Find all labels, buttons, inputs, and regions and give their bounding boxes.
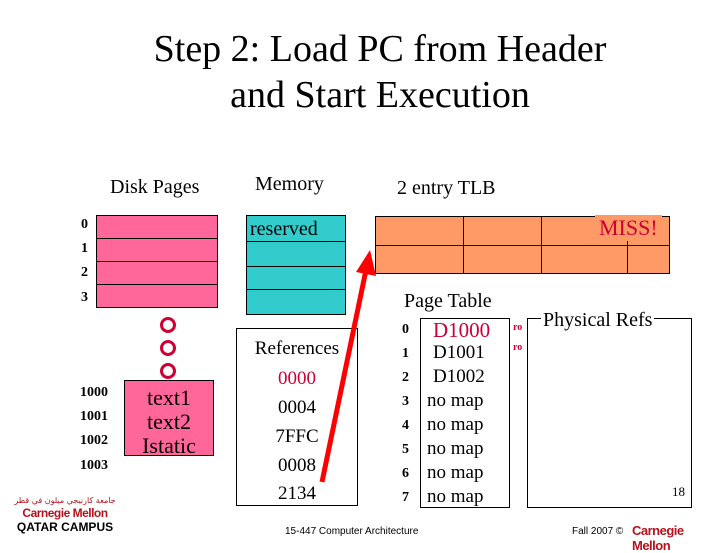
disk-content-istatic: Istatic <box>142 433 196 458</box>
campus-logo: جامعة كارنيجي ميلون في قطر Carnegie Mell… <box>0 496 130 534</box>
page-table-entry: D1001 <box>433 342 485 363</box>
reference-item: 0004 <box>278 397 316 418</box>
lookup-arrow-icon <box>319 250 376 483</box>
campus-logo-name: Carnegie Mellon <box>22 506 108 520</box>
page-table-index: 5 <box>402 442 409 457</box>
page-table-entry: D1002 <box>433 366 485 387</box>
title-line-1: Step 2: Load PC from Header <box>153 28 607 70</box>
memory-reserved-label: reserved <box>250 218 318 240</box>
tlb-cell <box>375 245 464 274</box>
page-table-entry: no map <box>427 414 484 435</box>
disk-row-number: 0 <box>81 217 88 232</box>
memory-reserved-page: reserved <box>246 215 346 242</box>
tlb-label: 2 entry TLB <box>397 177 496 199</box>
footer-brand-logo: Carnegie Mellon <box>632 523 684 553</box>
page-table-index: 6 <box>402 466 409 481</box>
tlb-cell <box>463 245 542 274</box>
tlb-cell <box>375 216 464 246</box>
page-table-entry-active: D1000 <box>433 318 491 342</box>
reference-item: 0008 <box>278 455 316 476</box>
page-table-index: 2 <box>402 370 409 385</box>
disk-row-number: 1000 <box>80 385 108 400</box>
physical-refs-box <box>527 318 692 508</box>
ellipsis-ring-icon <box>160 340 176 356</box>
page-table-index: 3 <box>402 394 409 409</box>
reference-item: 2134 <box>278 483 316 504</box>
page-table-index: 4 <box>402 418 409 433</box>
page-table-entry: no map <box>427 486 484 507</box>
disk-page <box>96 284 218 308</box>
disk-pages-label: Disk Pages <box>110 176 200 198</box>
page-table-index: 1 <box>402 346 409 361</box>
page-number: 18 <box>672 484 685 499</box>
page-table-entry: no map <box>427 438 484 459</box>
tlb-cell <box>627 245 670 274</box>
disk-row-number: 1001 <box>80 409 108 424</box>
page-table-flag-readonly: ro <box>513 342 523 353</box>
page-table-index: 7 <box>402 490 409 505</box>
ellipsis-ring-icon <box>160 363 176 379</box>
reference-current: 0000 <box>278 368 316 389</box>
page-table-entry: no map <box>427 462 484 483</box>
page-table-label: Page Table <box>404 290 492 312</box>
campus-logo-arabic: جامعة كارنيجي ميلون في قطر <box>14 496 116 505</box>
reference-item: 7FFC <box>275 426 319 447</box>
disk-row-number: 1002 <box>80 433 108 448</box>
campus-logo-campus: QATAR CAMPUS <box>16 520 114 534</box>
course-name: 15-447 Computer Architecture <box>285 526 419 537</box>
page-table-entry: no map <box>427 390 484 411</box>
disk-code-pages: text1 text2 Istatic <box>124 380 214 458</box>
page-table-box <box>420 318 510 508</box>
footer-term: Fall 2007 © <box>572 526 624 537</box>
disk-content-text1: text1 <box>147 385 191 410</box>
memory-page <box>246 266 346 290</box>
tlb-cell <box>463 216 542 246</box>
title-line-2: and Start Execution <box>230 74 530 116</box>
physical-refs-label: Physical Refs <box>541 309 655 332</box>
disk-row-number: 3 <box>81 290 88 305</box>
disk-content-text2: text2 <box>147 409 191 434</box>
ellipsis-ring-icon <box>160 317 176 333</box>
tlb-cell <box>541 245 628 274</box>
slide-title: Step 2: Load PC from Header and Start Ex… <box>0 26 720 118</box>
tlb-miss-status: MISS! <box>595 215 662 241</box>
disk-pages-top <box>96 215 218 308</box>
disk-row-number: 1 <box>81 241 88 256</box>
page-table-flag-readonly: ro <box>513 322 523 333</box>
memory-label: Memory <box>255 173 324 195</box>
disk-row-number: 2 <box>81 265 88 280</box>
page-table-index: 0 <box>402 322 409 337</box>
disk-row-number: 1003 <box>80 458 108 473</box>
references-label: References <box>254 338 340 359</box>
memory-page <box>246 289 346 315</box>
